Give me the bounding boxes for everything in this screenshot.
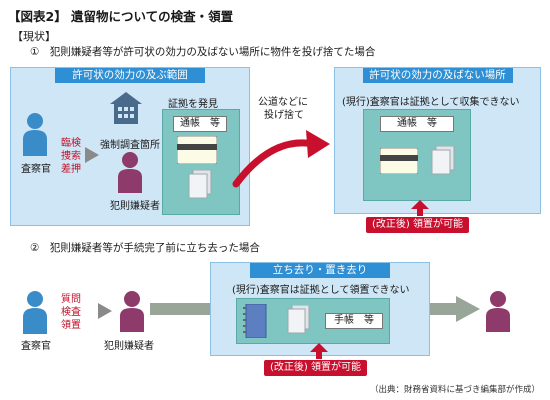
- case2-label: ② 犯則嫌疑者等が手続完了前に立ち去った場合: [30, 242, 260, 254]
- case1-action-2: 捜索: [61, 151, 81, 162]
- case2-panel-header: 立ち去り・置き去り: [250, 263, 390, 278]
- up-arrow-icon: [310, 343, 328, 359]
- case2-notebook-label: 手帳 等: [325, 313, 383, 329]
- case2-inspector-label: 査察官: [21, 341, 51, 352]
- case1-throw-label-2: 投げ捨て: [264, 110, 304, 121]
- notebook-icon: [243, 304, 267, 338]
- case1-label: ① 犯則嫌疑者等が許可状の効力の及ばない場所に物件を投げ捨てた場合: [30, 46, 376, 58]
- chevron-right-icon: [85, 147, 99, 163]
- documents-icon: [287, 305, 310, 334]
- documents-icon: [431, 146, 455, 175]
- suspect-icon: [118, 152, 142, 193]
- case2-evidence-box: 手帳 等: [236, 298, 390, 344]
- throw-arrow: [232, 130, 330, 188]
- case1-inspector-label: 査察官: [21, 164, 51, 175]
- card-icon: [380, 148, 418, 174]
- figure-title: 【図表2】 遺留物についての検査・領置: [8, 9, 234, 24]
- suspect-icon: [120, 291, 144, 332]
- departed-suspect-icon: [486, 291, 510, 332]
- case1-action-3: 差押: [61, 164, 81, 175]
- case2-action-2: 検査: [61, 307, 81, 318]
- case1-site-label: 強制調査箇所: [100, 140, 160, 151]
- case2-current-text: (現行)査察官は証拠として領置できない: [232, 285, 410, 296]
- documents-icon: [188, 170, 212, 199]
- source-note: （出典：財務省資料に基づき編集部が作成）: [369, 385, 540, 395]
- case1-throw-label: 公道などに 投げ捨て: [258, 96, 308, 122]
- case2-suspect-label: 犯則嫌疑者: [104, 341, 154, 352]
- case1-amend-tag: (改正後) 領置が可能: [366, 217, 469, 233]
- case2-action-1: 質問: [61, 294, 81, 305]
- case1-throw-label-1: 公道などに: [258, 97, 308, 108]
- case2-action-3: 領置: [61, 320, 81, 331]
- case1-suspect-label: 犯則嫌疑者: [110, 201, 160, 212]
- up-arrow-icon: [411, 200, 429, 216]
- case2-amend-tag: (改正後) 領置が可能: [264, 360, 367, 376]
- case1-found-label: 証拠を発見: [168, 99, 218, 110]
- card-icon: [177, 136, 217, 164]
- case1-left-panel-header: 許可状の効力の及ぶ範囲: [55, 68, 205, 83]
- section-label: 【現状】: [12, 30, 56, 43]
- case1-right-evidence-box: 通帳 等: [363, 109, 471, 201]
- case1-passbook: 通帳 等: [173, 116, 227, 132]
- building-icon: [110, 92, 142, 124]
- case1-right-passbook: 通帳 等: [380, 116, 454, 132]
- chevron-right-icon: [98, 303, 112, 319]
- inspector-icon: [23, 113, 47, 156]
- inspector-icon: [23, 291, 47, 334]
- case1-right-panel-header: 許可状の効力の及ばない場所: [362, 68, 513, 83]
- case1-action-1: 臨検: [61, 138, 81, 149]
- case1-current-text: (現行)査察官は証拠として収集できない: [342, 97, 520, 108]
- case1-evidence-box: 通帳 等: [162, 109, 240, 215]
